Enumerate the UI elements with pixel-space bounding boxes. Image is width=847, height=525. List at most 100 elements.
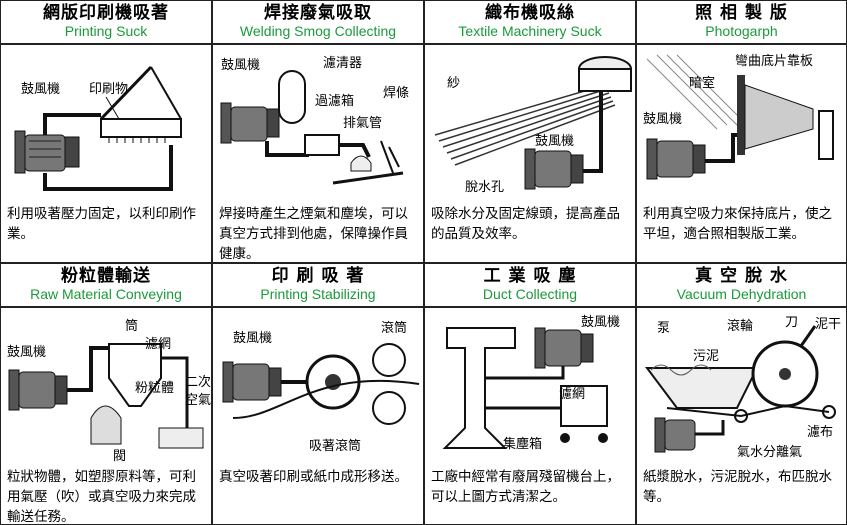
label-blower: 鼓風機: [581, 315, 620, 330]
label-blower: 鼓風機: [7, 345, 46, 360]
label-secondary: 二次: [185, 374, 211, 390]
panel-title-zh: 網版印刷機吸著: [43, 3, 169, 23]
label-suction-roller: 吸著滾筒: [309, 438, 361, 454]
label-filter-mesh: 濾網: [145, 337, 171, 352]
panel-header: 照 相 製 版 Photogarph: [637, 1, 846, 45]
photograph-illustration: 彎曲底片靠板 暗室 鼓風機: [643, 53, 834, 180]
filter-cylinder: [278, 70, 306, 124]
printing-table: [99, 65, 182, 143]
label-filter-box: 過濾箱: [315, 93, 354, 109]
label-blower: 鼓風機: [221, 58, 260, 73]
blower-icon: [534, 327, 594, 369]
yarn-lines: [434, 84, 616, 166]
panel-description: 焊接時產生之煙氣和塵埃，可以真空方式排到他處，保障操作員健康。: [219, 206, 408, 262]
panel-title-en: Photogarph: [705, 23, 778, 39]
label-darkroom: 暗室: [689, 75, 715, 91]
label-curved-film-board: 彎曲底片靠板: [735, 53, 813, 69]
raw-material-illustration: 鼓風機 筒 濾網 粉粒體 二次 空氣 閥: [7, 318, 211, 464]
label-pump: 泵: [657, 321, 670, 336]
label-powder-material: 粉粒體: [135, 381, 174, 396]
duct-collecting-illustration: 鼓風機 濾網 集塵箱: [442, 315, 620, 452]
panel-title-en: Raw Material Conveying: [30, 286, 182, 302]
label-filter-cloth: 濾布: [807, 425, 833, 440]
label-exhaust-pipe: 排氣管: [343, 116, 382, 131]
panel-textile: 織布機吸絲 Textile Machinery Suck 紗 鼓: [424, 0, 636, 263]
roller-top: [372, 343, 406, 377]
panel-raw-material: 粉粒體輸送 Raw Material Conveying 鼓風機 筒 濾網: [0, 263, 212, 525]
label-welding-rod: 焊條: [383, 85, 409, 101]
label-blower: 鼓風機: [643, 112, 682, 127]
label-dry-sludge: 泥干: [815, 317, 841, 332]
label-dust-box: 集塵箱: [503, 436, 542, 452]
panel-duct-collecting: 工 業 吸 塵 Duct Collecting 鼓風機 濾網 集塵箱: [424, 263, 636, 525]
printing-stabilizing-illustration: 鼓風機 滾筒 吸著滾筒: [222, 320, 420, 454]
film-board: [737, 75, 745, 155]
panel-welding-smog: 焊接廢氣吸取 Welding Smog Collecting 鼓風機: [212, 0, 424, 263]
label-dehydration-hole: 脫水孔: [465, 180, 504, 195]
panel-description: 利用真空吸力來保持底片，使之平坦，適合照相製版工業。: [643, 206, 832, 242]
panel-header: 工 業 吸 塵 Duct Collecting: [425, 264, 635, 308]
label-blower: 鼓風機: [233, 331, 272, 346]
panel-printing-suck: 網版印刷機吸著 Printing Suck 鼓風機: [0, 0, 212, 263]
blower-icon: [654, 417, 696, 453]
panel-title-zh: 織布機吸絲: [485, 3, 575, 23]
blower-icon: [646, 138, 706, 180]
panel-photograph: 照 相 製 版 Photogarph 彎曲底片靠板 暗室 鼓風機: [636, 0, 847, 263]
label-roller: 滾輪: [727, 318, 753, 334]
blower-icon: [14, 130, 80, 174]
panel-title-zh: 真 空 脫 水: [695, 266, 788, 286]
panel-description: 真空吸著印刷或紙巾成形移送。: [219, 469, 408, 485]
panel-title-zh: 工 業 吸 塵: [483, 266, 577, 286]
dust-box: [560, 385, 608, 427]
label-sludge: 污泥: [693, 349, 719, 364]
blower-icon: [220, 102, 280, 144]
roller-bottom: [372, 391, 406, 425]
textile-illustration: 紗 鼓風機 脫水孔: [434, 56, 632, 195]
label-knife: 刀: [785, 315, 798, 330]
panel-title-en: Vacuum Dehydration: [676, 286, 807, 302]
panel-vacuum-dehydration: 真 空 脫 水 Vacuum Dehydration 泵 滾輪: [636, 263, 847, 525]
blower-icon: [524, 148, 584, 190]
panel-title-en: Welding Smog Collecting: [239, 23, 397, 39]
panel-header: 焊接廢氣吸取 Welding Smog Collecting: [213, 1, 423, 45]
sludge-tank: [645, 367, 759, 409]
panel-description: 工廠中經常有廢屑殘留機台上，可以上圖方式清潔之。: [431, 469, 620, 505]
welding-illustration: 鼓風機 濾清器 過濾箱 排氣管 焊條: [220, 56, 409, 185]
panel-title-zh: 照 相 製 版: [695, 3, 788, 23]
label-air: 空氣: [185, 393, 211, 408]
label-cylinder: 筒: [125, 318, 138, 334]
vacuum-dehydration-illustration: 泵 滾輪 刀 泥干 污泥 濾布 氣水分離氣: [645, 315, 841, 460]
label-gas-water-separator: 氣水分離氣: [737, 445, 802, 460]
label-print-material: 印刷物: [89, 82, 128, 97]
panel-description: 粒狀物體，如塑膠原料等，可利用氣壓（吹）或真空吸力來完成輸送任務。: [7, 469, 196, 525]
blower-icon: [222, 361, 282, 403]
label-blower: 鼓風機: [21, 82, 60, 97]
panel-title-zh: 粉粒體輸送: [61, 266, 151, 286]
label-yarn: 紗: [447, 76, 460, 91]
panel-title-zh: 焊接廢氣吸取: [264, 3, 372, 23]
printing-suck-illustration: 鼓風機 印刷物: [14, 65, 182, 191]
panel-title-en: Textile Machinery Suck: [458, 23, 602, 39]
panel-title-en: Printing Stabilizing: [260, 286, 376, 302]
label-filter-mesh: 濾網: [559, 387, 585, 402]
panel-description: 吸除水分及固定線頭，提高產品的品質及效率。: [431, 206, 620, 242]
panel-header: 網版印刷機吸著 Printing Suck: [1, 1, 211, 45]
panel-description: 利用吸著壓力固定，以利印刷作業。: [7, 206, 196, 242]
machine-frame: [442, 327, 516, 449]
panel-header: 織布機吸絲 Textile Machinery Suck: [425, 1, 635, 45]
label-blower: 鼓風機: [535, 134, 574, 149]
label-filter: 濾清器: [323, 56, 362, 71]
filter-box: [304, 134, 340, 156]
panel-title-zh: 印 刷 吸 著: [271, 266, 365, 286]
panel-header: 粉粒體輸送 Raw Material Conveying: [1, 264, 211, 308]
hopper-cylinder: [108, 343, 162, 407]
panel-description: 紙漿脫水，污泥脫水，布匹脫水等。: [643, 469, 832, 505]
label-valve: 閥: [113, 449, 126, 464]
blower-icon: [8, 369, 68, 411]
panel-header: 印 刷 吸 著 Printing Stabilizing: [213, 264, 423, 308]
label-roller: 滾筒: [381, 320, 407, 336]
panel-printing-stabilizing: 印 刷 吸 著 Printing Stabilizing 鼓風機 滾筒 吸著滾筒: [212, 263, 424, 525]
panel-title-en: Printing Suck: [64, 23, 148, 39]
darkroom-hatching: [646, 54, 738, 130]
